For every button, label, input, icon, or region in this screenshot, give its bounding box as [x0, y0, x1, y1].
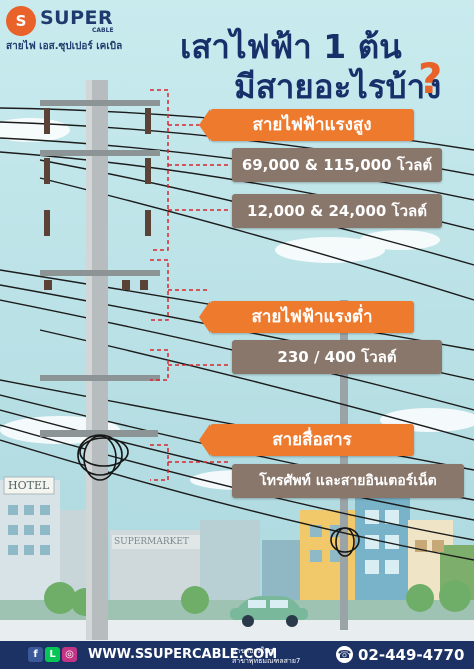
value-low-voltage: 230 / 400 โวลต์	[232, 340, 442, 374]
branch-1: สาขาบางใหญ่	[232, 647, 275, 655]
category-low-voltage: สายไฟฟ้าแรงต่ำ	[210, 301, 414, 333]
trees	[44, 580, 471, 616]
logo-badge: S	[6, 6, 36, 36]
website-link[interactable]: WWW.SSUPERCABLE.COM	[88, 647, 278, 662]
branch-2: สาขาพุทธมณฑลสาย7	[232, 657, 301, 665]
car	[230, 596, 308, 627]
value-communication: โทรศัพท์ และสายอินเตอร์เน็ต	[232, 464, 464, 498]
category-communication: สายสื่อสาร	[210, 424, 414, 456]
street	[0, 620, 474, 641]
logo-tagline: สายไฟ เอส.ซุปเปอร์ เคเบิล	[6, 41, 123, 52]
insulators	[44, 108, 151, 290]
title-question-mark: ?	[418, 54, 443, 103]
instagram-icon[interactable]: ◎	[62, 647, 77, 662]
value-high-voltage-distribution: 12,000 & 24,000 โวลต์	[232, 194, 442, 228]
value-high-voltage-transmission: 69,000 & 115,000 โวลต์	[232, 148, 442, 182]
brand-logo: S SUPER CABLE สายไฟ เอส.ซุปเปอร์ เคเบิล	[6, 6, 124, 52]
supermarket-sign: SUPERMARKET	[114, 537, 189, 547]
facebook-icon[interactable]: f	[28, 647, 43, 662]
line-icon[interactable]: L	[45, 647, 60, 662]
title-line-1: เสาไฟฟ้า 1 ต้น	[180, 27, 402, 66]
hotel-sign: HOTEL	[8, 479, 50, 492]
logo-brand-subname: CABLE	[92, 27, 114, 34]
category-high-voltage: สายไฟฟ้าแรงสูง	[210, 109, 414, 141]
crossarm	[40, 100, 160, 106]
communication-cable-coils	[77, 434, 360, 557]
connector-lines	[150, 89, 230, 481]
logo-brand-name: SUPER	[40, 7, 114, 29]
title-line-2: มีสายอะไรบ้าง	[234, 67, 442, 106]
footer-bar: f L ◎ ▶ WWW.SSUPERCABLE.COM สาขาบางใหญ่ …	[0, 641, 474, 669]
phone-icon: ☎	[336, 646, 353, 663]
phone-number[interactable]: 02-449-4770	[358, 646, 465, 664]
